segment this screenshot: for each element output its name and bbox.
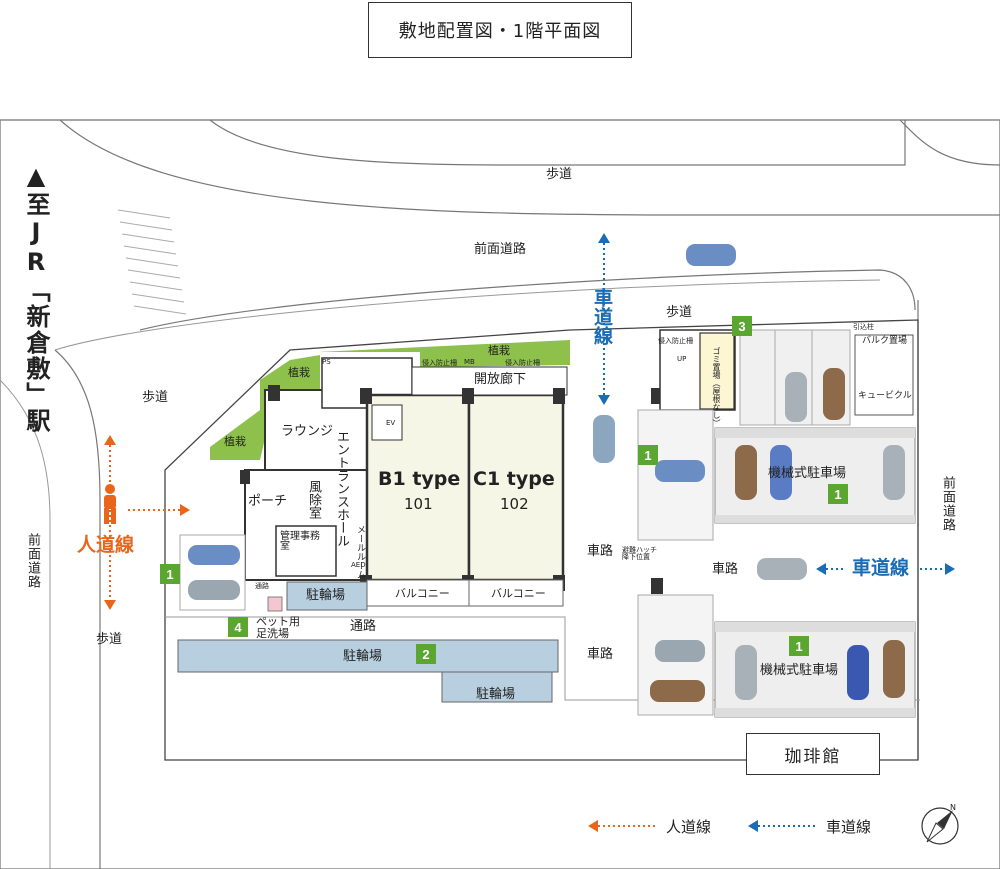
legend-vehicle: 車道線 — [826, 818, 872, 836]
badge-parking-a: 1 — [638, 445, 658, 465]
bike-parking-label: 駐輪場 — [306, 588, 346, 603]
sidewalk-label-top: 歩道 — [546, 167, 573, 182]
aed-label: AED — [351, 561, 366, 569]
car-road-label-3: 車路 — [587, 647, 614, 662]
badge-mech-1: 1 — [828, 484, 848, 504]
pet-wash-label: ペット用 足洗場 — [256, 615, 300, 641]
unit-c1-type: C1 type — [473, 468, 555, 490]
passage-small-label: 通路 — [255, 582, 269, 590]
planting-label-c: 植栽 — [488, 344, 510, 357]
unit-c1-number: 102 — [500, 495, 529, 513]
compass-north-label: N — [950, 803, 956, 812]
trash-area-shape — [699, 332, 735, 410]
planting-label-a: 植栽 — [224, 435, 246, 448]
open-corridor-label: 開放廊下 — [474, 372, 527, 387]
passage-label: 通路 — [350, 619, 377, 634]
road-edge-3 — [899, 119, 1000, 166]
up-label: UP — [677, 355, 687, 363]
intrusion-label-2: 侵入防止柵 — [505, 359, 540, 367]
entrance-hall-label: エントランスホール — [334, 430, 349, 547]
crosswalk — [117, 209, 187, 315]
vehicle-line-label-vertical: 車道線 — [591, 288, 613, 345]
evac-hatch-label: 避難ハッチ 降下位置 — [622, 546, 657, 561]
plan-title: 敷地配置図・1階平面図 — [368, 2, 632, 58]
parking-b-label: 駐輪場 — [476, 687, 516, 702]
ev-label: EV — [386, 419, 396, 427]
mech-parking-2-shape — [714, 621, 916, 718]
mech-parking-2-label: 機械式駐車場 — [760, 663, 839, 678]
balcony-label-1: バルコニー — [395, 587, 450, 600]
unit-b1-type: B1 type — [378, 468, 461, 490]
cars — [188, 244, 905, 702]
cubicle-label: キュービクル — [858, 391, 912, 401]
badge-mech-2: 1 — [789, 636, 809, 656]
car-road-label-2: 車路 — [712, 562, 739, 577]
mech-parking-1-label: 機械式駐車場 — [768, 466, 847, 481]
vehicle-line — [603, 243, 945, 570]
pedestrian-line — [109, 445, 180, 600]
management-office-label: 管理事務室 — [280, 531, 320, 552]
station-direction: ▲至JR「新倉敷」駅 — [22, 162, 50, 434]
intake-pole-label: 引込柱 — [853, 323, 874, 331]
badge-pet-wash: 4 — [228, 617, 248, 637]
planting-top — [318, 340, 570, 367]
badge-main-parking: 2 — [416, 644, 436, 664]
intrusion-label-1: 侵入防止柵 — [422, 359, 457, 367]
lounge-label: ラウンジ — [281, 424, 334, 439]
road-edge-2 — [209, 119, 906, 166]
sidewalk-label-left: 歩道 — [142, 390, 169, 405]
sidewalk-label-bottom-left: 歩道 — [96, 632, 123, 647]
balcony-label-2: バルコニー — [491, 587, 546, 600]
trash-area-label: ゴミ置場（屋根なし） — [712, 347, 721, 427]
mb-label: MB — [464, 358, 475, 366]
badge-parking-left: 1 — [160, 564, 180, 584]
road-edge-1 — [59, 119, 1000, 216]
pedestrian-line-label: 人道線 — [77, 534, 135, 556]
vehicle-line-label-horizontal: 車道線 — [852, 557, 910, 579]
parking-band — [177, 639, 559, 673]
unit-b1-number: 101 — [404, 495, 433, 513]
badge-trash: 3 — [732, 316, 752, 336]
cafe-building: 珈琲館 — [746, 733, 880, 775]
front-road-label-right: 前面道路 — [940, 476, 955, 532]
mailroom-label: メールルーム — [355, 525, 365, 579]
main-parking-label: 駐輪場 — [343, 649, 383, 664]
pedestrian-icon — [104, 484, 116, 524]
bike-parking-shape — [286, 581, 368, 611]
windbreak-label: 風除室 — [306, 480, 321, 519]
unit-c1-shape — [467, 393, 565, 582]
front-road-label-left: 前面道路 — [25, 533, 40, 589]
ps-label: PS — [322, 358, 331, 366]
compass-icon — [921, 807, 959, 845]
car-road-label-1: 車路 — [587, 544, 614, 559]
sidewalk-label-mid: 歩道 — [666, 305, 693, 320]
intrusion-label-3: 侵入防止柵 — [658, 337, 693, 345]
porch-label: ポーチ — [248, 494, 288, 509]
front-road-label-top: 前面道路 — [474, 242, 527, 257]
bulk-storage-label: バルク置場 — [862, 336, 908, 346]
site-boundary — [164, 319, 919, 761]
planting-label-b: 植栽 — [288, 366, 310, 379]
legend-pedestrian: 人道線 — [666, 818, 712, 836]
